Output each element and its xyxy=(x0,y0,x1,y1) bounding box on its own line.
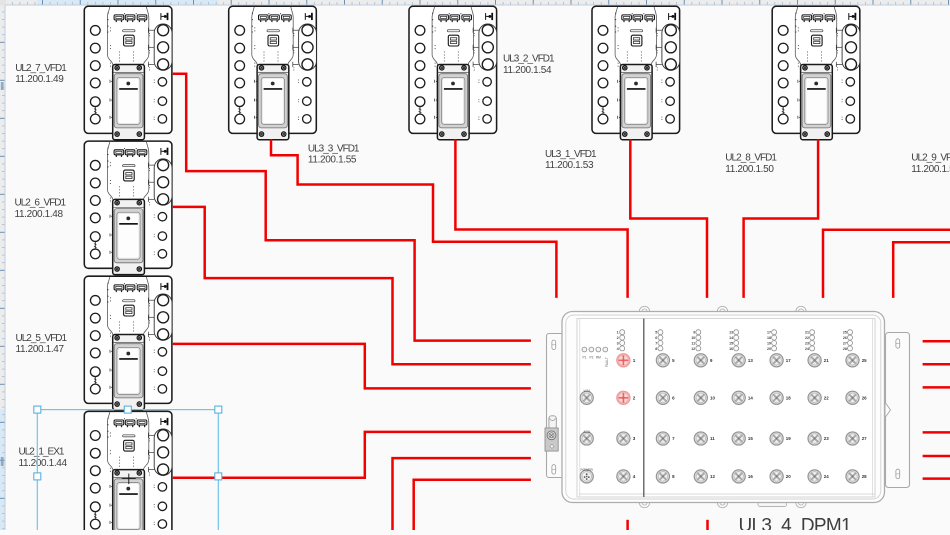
svg-text:22: 22 xyxy=(805,336,809,340)
svg-text:1: 1 xyxy=(617,331,619,335)
svg-text:18: 18 xyxy=(786,395,791,400)
svg-text:P1: P1 xyxy=(582,356,586,360)
svg-text:10: 10 xyxy=(691,336,695,340)
svg-text:11.200.1.51: 11.200.1.51 xyxy=(911,164,950,175)
svg-text:7: 7 xyxy=(672,436,675,441)
svg-text:11.200.1.54: 11.200.1.54 xyxy=(503,65,552,76)
svg-text:23: 23 xyxy=(805,342,809,346)
svg-text:POWER: POWER xyxy=(580,468,593,472)
svg-text:UL2_8_VFD1: UL2_8_VFD1 xyxy=(725,153,777,164)
svg-text:11.200.1.55: 11.200.1.55 xyxy=(308,155,357,166)
svg-text:4: 4 xyxy=(633,474,636,479)
svg-text:10: 10 xyxy=(710,395,715,400)
svg-text:UL3_4_DPM1: UL3_4_DPM1 xyxy=(739,516,851,531)
svg-text:ACA: ACA xyxy=(583,430,591,434)
svg-text:UL3_3_VFD1: UL3_3_VFD1 xyxy=(308,143,360,154)
svg-text:16: 16 xyxy=(748,474,753,479)
svg-text:27: 27 xyxy=(862,436,867,441)
svg-text:11.200.1.50: 11.200.1.50 xyxy=(725,164,774,175)
svg-text:FAULT: FAULT xyxy=(605,357,609,367)
svg-text:19: 19 xyxy=(767,342,771,346)
svg-text:26: 26 xyxy=(862,395,867,400)
svg-text:P2: P2 xyxy=(589,356,593,360)
svg-text:9: 9 xyxy=(693,331,695,335)
svg-text:6: 6 xyxy=(655,336,657,340)
svg-text:28: 28 xyxy=(862,474,867,479)
svg-text:UL3_1_VFD1: UL3_1_VFD1 xyxy=(545,149,597,160)
svg-text:12: 12 xyxy=(710,474,715,479)
svg-text:3: 3 xyxy=(617,342,619,346)
svg-text:1: 1 xyxy=(633,358,636,363)
svg-text:8: 8 xyxy=(655,347,657,351)
svg-text:13: 13 xyxy=(748,358,753,363)
svg-text:18: 18 xyxy=(767,336,771,340)
svg-text:17: 17 xyxy=(786,358,791,363)
svg-text:24: 24 xyxy=(824,474,829,479)
svg-text:5: 5 xyxy=(672,358,675,363)
svg-text:26: 26 xyxy=(843,336,847,340)
svg-text:9: 9 xyxy=(710,358,713,363)
svg-text:4: 4 xyxy=(617,347,620,351)
svg-text:2: 2 xyxy=(633,395,636,400)
svg-text:21: 21 xyxy=(824,358,829,363)
svg-text:25: 25 xyxy=(862,358,867,363)
svg-text:11.200.1.53: 11.200.1.53 xyxy=(545,160,594,171)
svg-text:11: 11 xyxy=(691,342,695,346)
svg-text:11.200.1.49: 11.200.1.49 xyxy=(15,74,64,85)
svg-text:6: 6 xyxy=(672,395,675,400)
svg-text:UL2_1_EX1: UL2_1_EX1 xyxy=(19,447,65,458)
svg-text:15: 15 xyxy=(748,436,753,441)
svg-text:21: 21 xyxy=(805,331,809,335)
svg-text:15: 15 xyxy=(729,342,733,346)
svg-text:16: 16 xyxy=(729,347,733,351)
svg-text:8: 8 xyxy=(672,474,675,479)
svg-text:UL2_9_VFD1: UL2_9_VFD1 xyxy=(911,153,950,164)
svg-text:27: 27 xyxy=(843,342,847,346)
svg-text:17: 17 xyxy=(767,331,771,335)
svg-text:UL2_5_VFD1: UL2_5_VFD1 xyxy=(16,333,68,344)
svg-text:14: 14 xyxy=(729,336,733,340)
svg-text:20: 20 xyxy=(786,474,791,479)
svg-text:11.200.1.44: 11.200.1.44 xyxy=(19,458,68,469)
svg-text:RM: RM xyxy=(596,356,601,360)
svg-text:25: 25 xyxy=(843,331,847,335)
svg-text:UL2_6_VFD1: UL2_6_VFD1 xyxy=(15,198,67,209)
svg-text:23: 23 xyxy=(824,436,829,441)
svg-text:7: 7 xyxy=(655,342,657,346)
svg-text:19: 19 xyxy=(786,436,791,441)
svg-text:24: 24 xyxy=(805,347,809,351)
svg-text:V.24: V.24 xyxy=(583,389,590,393)
svg-text:13: 13 xyxy=(729,331,733,335)
svg-text:UL2_7_VFD1: UL2_7_VFD1 xyxy=(15,63,67,74)
svg-text:11: 11 xyxy=(710,436,715,441)
svg-text:11.200.1.47: 11.200.1.47 xyxy=(16,344,65,355)
svg-text:3: 3 xyxy=(633,436,636,441)
svg-text:28: 28 xyxy=(843,347,847,351)
svg-text:22: 22 xyxy=(824,395,829,400)
svg-text:5: 5 xyxy=(655,331,657,335)
svg-text:2: 2 xyxy=(617,336,619,340)
svg-text:12: 12 xyxy=(691,347,695,351)
svg-text:20: 20 xyxy=(767,347,771,351)
svg-text:UL3_2_VFD1: UL3_2_VFD1 xyxy=(503,54,555,65)
svg-text:11.200.1.48: 11.200.1.48 xyxy=(15,209,64,220)
svg-text:14: 14 xyxy=(748,395,753,400)
